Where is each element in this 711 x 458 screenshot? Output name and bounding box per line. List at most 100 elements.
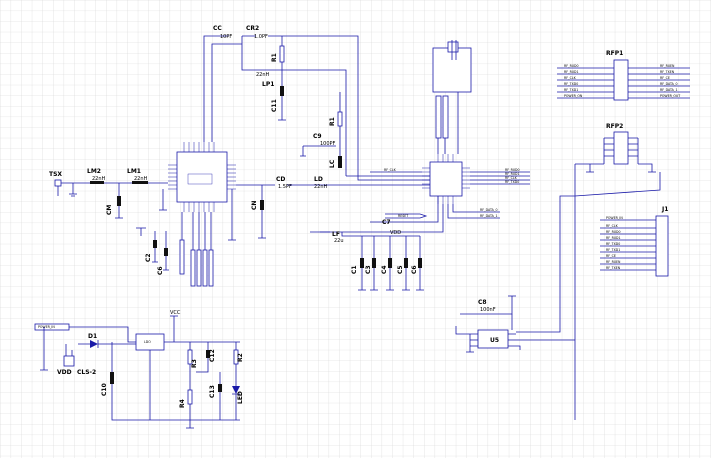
mcu-sig-b1: RF_DATA_1 [480,214,497,218]
r1-ref: R1 [329,117,336,126]
cn-ref: CN [251,201,258,210]
r3-ref: R3 [191,359,198,368]
capacitor-cm: CM [106,183,123,219]
cr2-ref: CR2 [246,25,259,32]
c12-ref: C12 [209,349,216,362]
capacitor-c2-c6: C2 C6 [136,227,169,275]
rfp1-r5: POWER_OUT [660,94,680,98]
power-section: POWER_IN D1 VDD CLS-2 LDO C10 VCC R3 R4 … [34,310,244,429]
cls-ref: CLS-2 [77,369,96,376]
vdd-ref: VDD [57,369,72,376]
j1-sig-4: RF_TXD0 [606,242,620,246]
rfp1-l0: RF_RXD0 [564,64,579,68]
c7-ref: C7 [382,219,391,226]
vdd-net-label: VDD [390,230,401,236]
tsx-connector: TSX [49,171,168,197]
j1-sig-0: POWER_IN [606,216,623,220]
reset-net: RESET [398,214,408,218]
cd-ref: CD [276,176,285,183]
inductor-lm1: LM1 22nH [127,168,148,184]
ld-value: 22nH [314,184,328,190]
c4-ref: C4 [381,265,388,274]
rfp2-ref: RFP2 [606,123,623,130]
bottom-resistor-stack [179,212,214,287]
crystal-module [432,40,472,154]
rf-transceiver-ic [159,142,236,241]
rfp1-l2: RF_CLK [564,76,577,80]
c8-ref: C8 [478,299,487,306]
inductor-lm2: LM2 22nH [87,168,106,184]
c11-ref: C11 [271,99,278,112]
lm2-value: 22nH [92,176,106,182]
c6b-ref: C6 [411,265,418,274]
c5-ref: C5 [397,265,404,274]
ldo-label: LDO [144,340,151,344]
lm1-value: 22nH [134,176,148,182]
j1-sig-8: RF_TXEN [606,266,621,270]
c8-value: 100nF [480,307,496,313]
c2-ref: C2 [145,253,152,262]
cap-cc-cr2: CC 10PF CR2 1.0PF [203,25,359,176]
j1-ref: J1 [661,206,668,213]
lp1-ref: LP1 [262,81,274,88]
bottom-bus [516,195,576,420]
cd-ld-group: CD 1.5PF LD 22nH CN [236,175,430,239]
c3-ref: C3 [365,265,372,274]
c9-ref: C9 [313,133,322,140]
rfp1-r2: RF_CE [660,76,670,80]
vcc-label: VCC [170,310,181,316]
j1-sig-5: RF_TXD1 [606,248,620,252]
rfp1-l4: RF_TXD1 [564,88,578,92]
cr2-value: 1.0PF [254,34,268,40]
u5-ref: U5 [490,337,499,344]
r1-top-ref: R1 [271,53,278,62]
rfp1-header: RFP1 RF_RXD0 RF_RXD1 RF_CLK RF_TXD0 RF_T… [557,50,690,101]
lm1-ref: LM1 [127,168,141,175]
cm-ref: CM [106,205,113,215]
r4-ref: R4 [179,399,186,408]
j1-sig-7: RF_RXEN [606,260,621,264]
mcu-sig-0: RF_RXD0 [505,168,520,172]
rfp1-l3: RF_TXD0 [564,82,578,86]
lf-ref: LF [332,231,340,238]
c9-value: 100PF [320,141,336,147]
rfp1-r1: RF_TXEN [660,70,675,74]
lf-bypass-caps: LF 22u VDD C1 C3 C4 C5 C6 [310,230,424,291]
rf-clk-net: RF_CLK [384,168,397,172]
u5-ic: C8 100nF U5 [455,295,575,353]
mcu-sig-2: RF_CLK [505,176,518,180]
rfp1-r4: RF_DATA_1 [660,88,677,92]
mcu-ic: RF_RXD0 RF_RXD1 RF_CLK RF_TXD0 RF_DATA_0… [370,154,530,219]
lc-ref: LC [329,159,336,168]
rfp2-header: RFP2 [574,123,661,344]
lf-value: 22u [334,238,344,244]
c1-ref: C1 [351,265,358,274]
mcu-sig-3: RF_TXD0 [505,180,519,184]
c9-r1-lc-group: C9 100PF R1 LC [300,92,343,168]
cd-value: 1.5PF [278,184,292,190]
d1-ref: D1 [88,333,97,340]
lp1-chain: R1 LP1 22nH C11 [256,36,347,176]
j1-sig-2: RF_RXD0 [606,230,621,234]
r2-ref: R2 [237,353,244,362]
c10-ref: C10 [101,383,108,396]
j1-sig-3: RF_RXD1 [606,236,621,240]
mcu-sig-b0: RF_DATA_0 [480,208,497,212]
ld-ref: LD [314,176,323,183]
cc-value: 10PF [220,34,232,40]
c6-ref: C6 [157,266,164,275]
rfp1-r3: RF_DATA_0 [660,82,677,86]
rfp1-r0: RF_RXEN [660,64,675,68]
power-in-net: POWER_IN [38,325,55,329]
rfp1-ref: RFP1 [606,50,623,57]
rfp1-l1: RF_RXD1 [564,70,579,74]
cc-ref: CC [213,25,222,32]
lm2-ref: LM2 [87,168,101,175]
j1-sig-1: RF_CLK [606,224,619,228]
j1-sig-6: RF_CE [606,254,616,258]
lp1-value: 22nH [256,72,270,78]
center-nets: RESET C7 [320,196,444,233]
rfp1-l5: POWER_ON [564,94,583,98]
